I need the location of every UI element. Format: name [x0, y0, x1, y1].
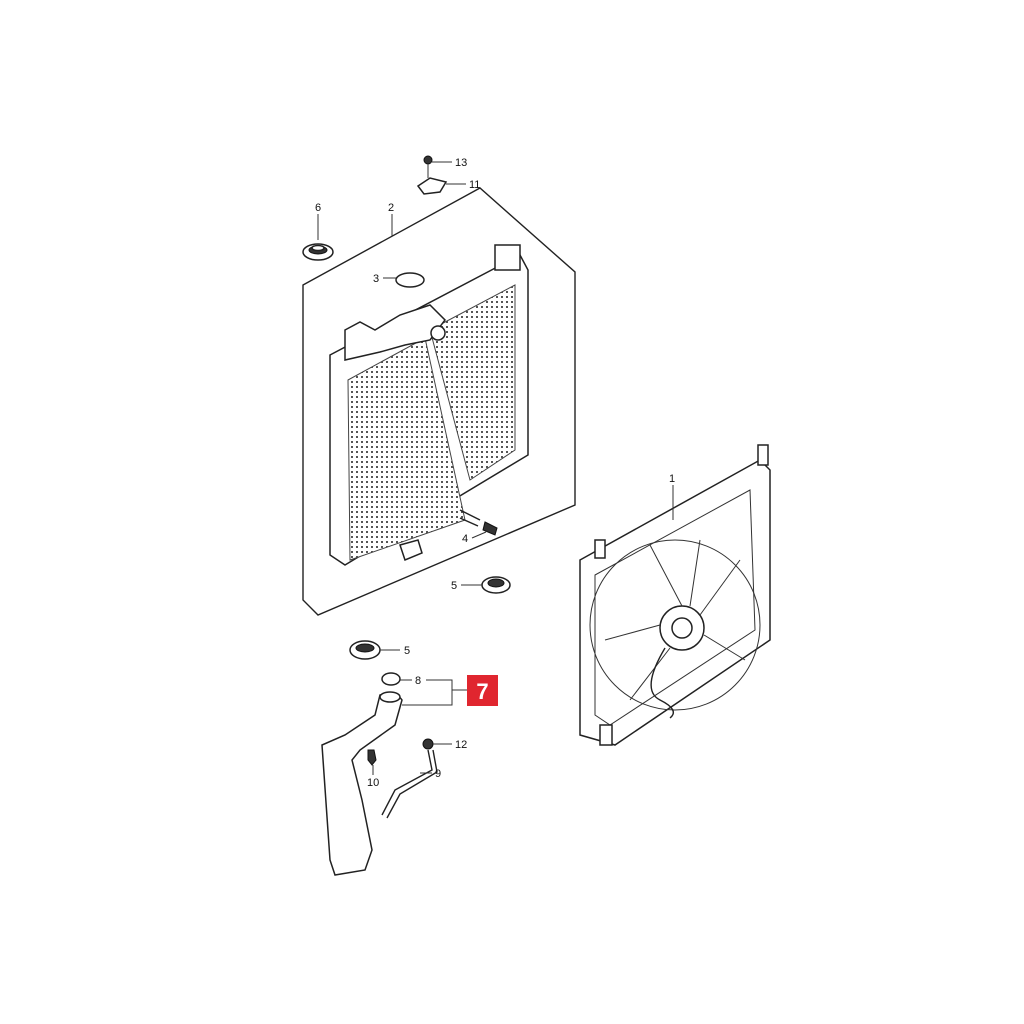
grommet-5-upper: [481, 576, 511, 594]
callout-8: 8: [415, 675, 421, 687]
callout-3: 3: [373, 273, 379, 285]
radiator-cap: [395, 272, 425, 288]
callout-5-lower: 5: [404, 645, 410, 657]
callout-2: 2: [388, 202, 394, 214]
fan-shroud-assembly: [579, 444, 771, 746]
callout-1: 1: [669, 473, 675, 485]
reservoir-tank: [321, 692, 403, 876]
callout-6: 6: [315, 202, 321, 214]
leader-lines: [317, 161, 674, 775]
callout-13: 13: [455, 157, 467, 169]
bracket-11: [416, 177, 448, 195]
callout-11: 11: [469, 179, 480, 191]
callout-5-upper: 5: [451, 580, 457, 592]
callout-10: 10: [367, 777, 379, 789]
hose-9: [381, 749, 433, 816]
highlight-callout-7[interactable]: 7: [467, 675, 498, 706]
callout-4: 4: [462, 533, 468, 545]
reservoir-cap-8: [381, 672, 401, 686]
highlight-box: [467, 675, 498, 706]
drain-plug-4: [482, 521, 498, 536]
callout-12: 12: [455, 739, 467, 751]
cap-12: [422, 738, 434, 750]
grommet-6: [302, 243, 334, 261]
radiator-assembly: [302, 187, 576, 616]
grommet-5-lower: [349, 640, 381, 660]
bolt-13: [423, 155, 433, 178]
highlight-number: 7: [476, 679, 488, 704]
bolt-10: [367, 749, 377, 766]
callout-9: 9: [435, 768, 441, 780]
